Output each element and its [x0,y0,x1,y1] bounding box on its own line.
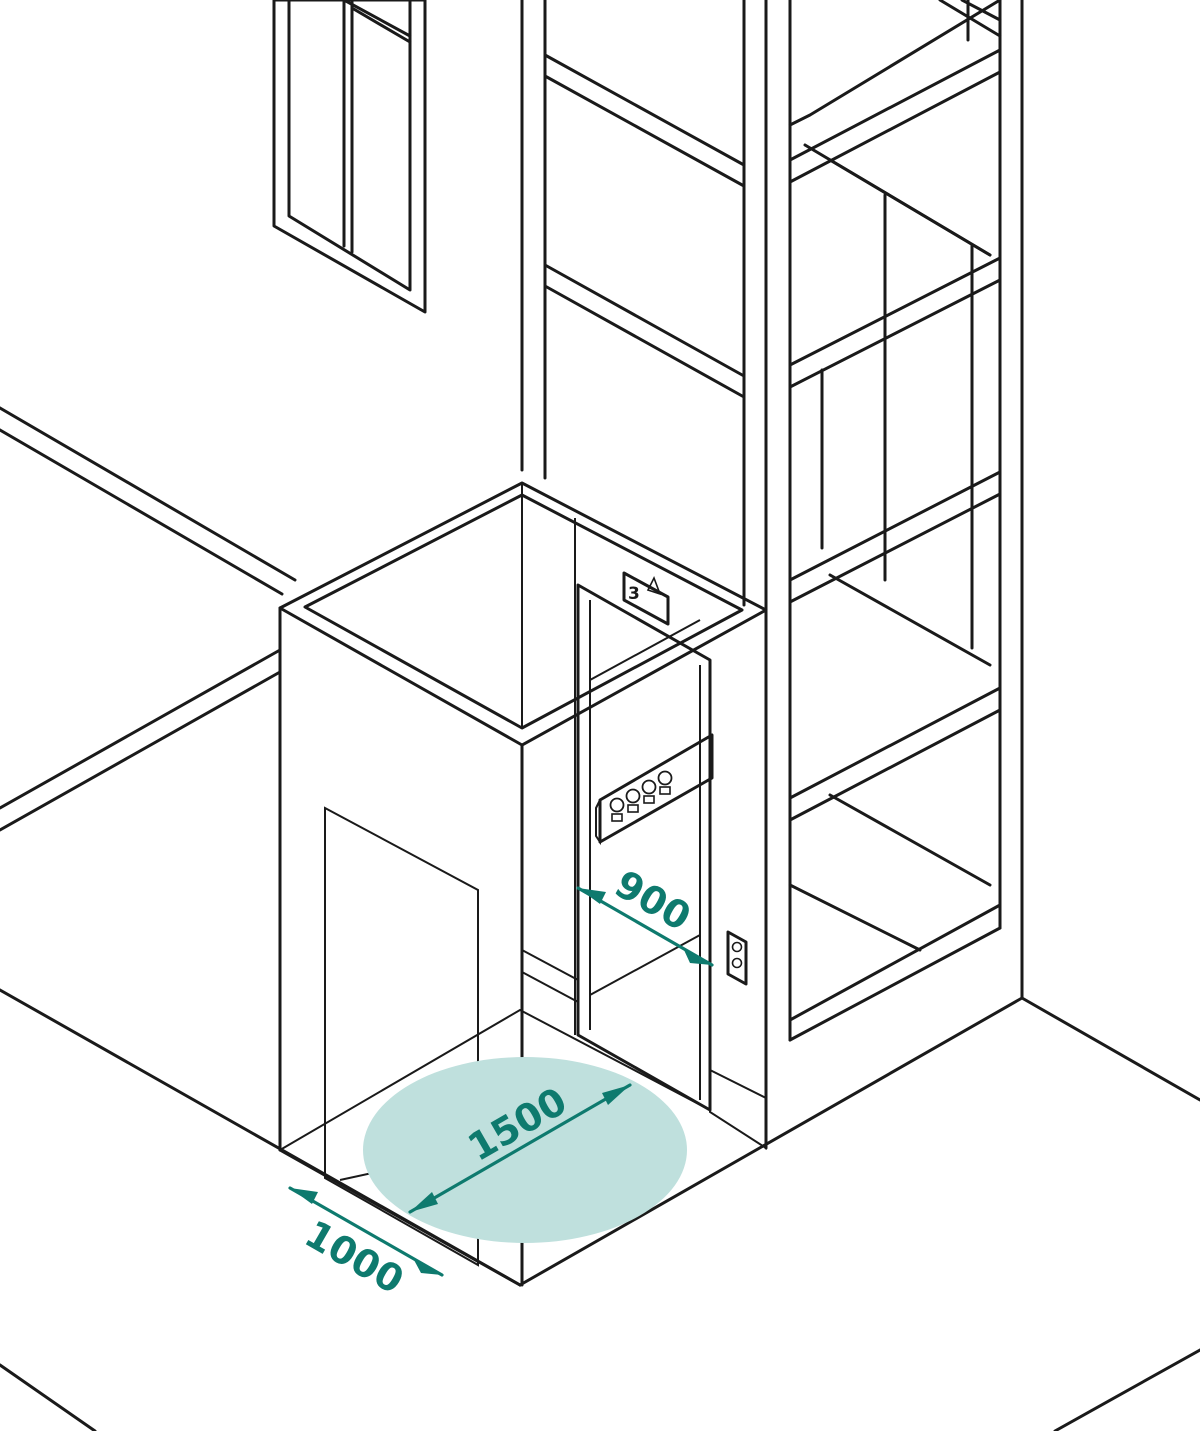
turning-circle-area [363,1057,687,1243]
dimension-900-arrow-end [684,950,712,965]
control-panel-button-label [659,786,671,795]
dimension-1500-line [408,1083,632,1214]
control-panel-button-label [643,795,655,804]
call-station [726,930,748,986]
control-panel-button-label [627,804,639,813]
control-panel-button[interactable] [625,788,641,804]
dimension-900: 900 [576,862,714,967]
down-arrow-icon[interactable] [731,957,743,969]
dimension-1000-arrow-start [290,1188,318,1204]
landing-door-frame [521,583,767,1150]
up-triangle-icon [646,576,662,596]
lift-shaft-frame [520,0,1002,1150]
dimension-1000-line [288,1186,444,1277]
control-panel-button[interactable] [609,797,625,813]
building-window [272,0,427,314]
dimension-1000-arrow-end [414,1260,442,1275]
control-panel [595,733,714,846]
control-panel-button[interactable] [641,779,657,795]
control-panel-button[interactable] [657,770,673,786]
dimension-1500-arrow-start [410,1192,438,1212]
turning-circle [363,1057,687,1243]
floor-number: 3 [628,584,640,604]
floor-indicator: 3 [622,571,670,626]
dimension-900-label: 900 [608,862,699,940]
control-panel-button-label [611,813,623,822]
control-panel-buttons [609,770,673,822]
dimension-1500-arrow-end [602,1085,630,1105]
up-arrow-icon[interactable] [731,941,743,953]
dimension-900-arrow-start [578,888,606,904]
